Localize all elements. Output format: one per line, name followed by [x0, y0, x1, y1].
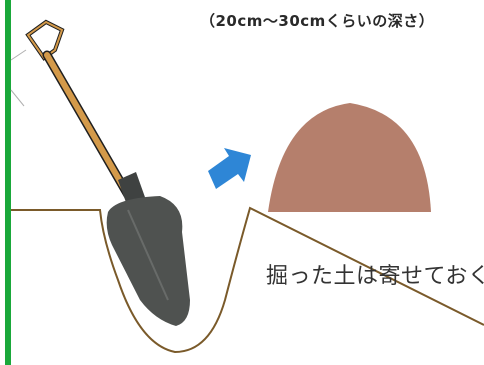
- soil-mound: [268, 103, 431, 212]
- soil-note-label: 掘った土は寄せておく: [266, 264, 484, 289]
- edge-decoration: [10, 49, 27, 107]
- left-green-border: [5, 0, 11, 365]
- shovel-icon: [25, 19, 190, 326]
- depth-note-label: （20cm～30cmくらいの深さ）: [200, 12, 435, 30]
- blue-arrow-icon: [208, 148, 251, 189]
- ground-line-with-hole: [11, 206, 484, 354]
